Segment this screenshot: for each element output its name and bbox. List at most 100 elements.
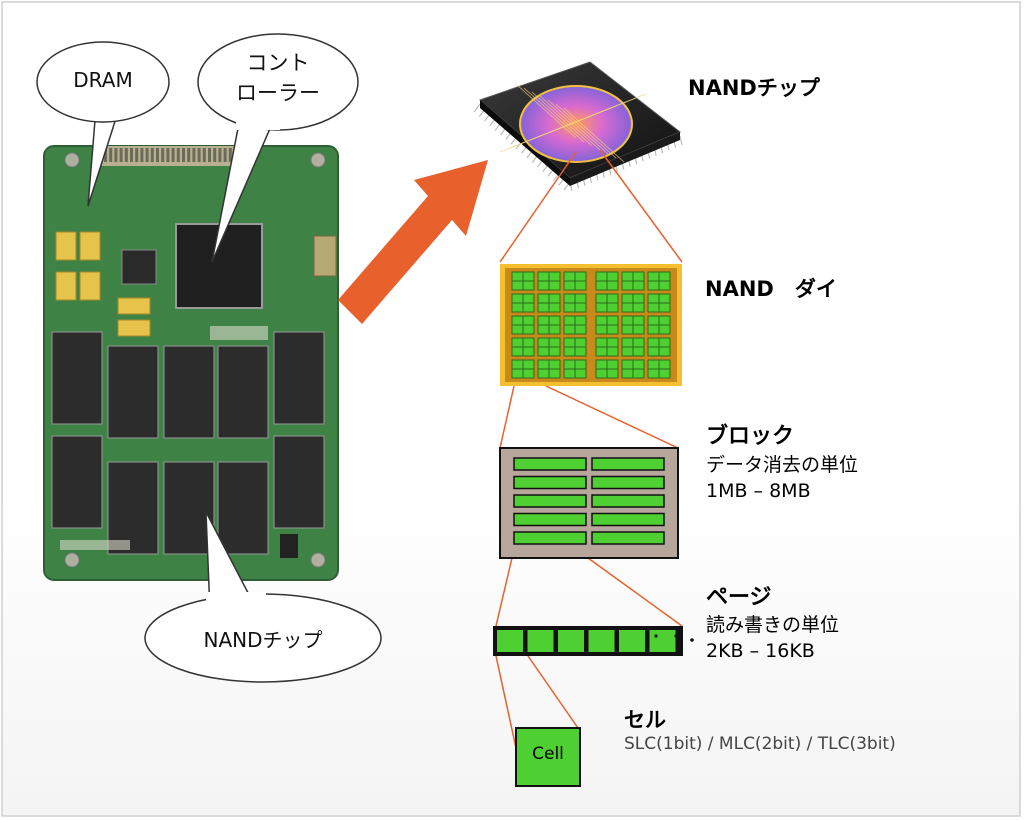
- connector-pin: [114, 148, 118, 162]
- zoom-arrow: [338, 160, 488, 324]
- page-cell: [558, 630, 584, 652]
- mount-hole: [310, 552, 326, 568]
- chip-pin: [679, 135, 683, 146]
- nand-package: [51, 331, 103, 425]
- wafer-line: [539, 95, 601, 151]
- nand-package: [273, 435, 325, 529]
- page-cell: [497, 630, 523, 652]
- callout-controller: [197, 33, 359, 263]
- dram-chip: [117, 297, 151, 315]
- bubble-tail-mask: [206, 592, 266, 612]
- connector-line: [587, 557, 683, 627]
- wafer: [519, 85, 633, 163]
- ssd-board: [43, 145, 339, 581]
- passive-components: [210, 326, 268, 340]
- chip-side: [570, 132, 680, 186]
- nand-package: [107, 345, 159, 439]
- block-page-row: [513, 475, 587, 490]
- block-page-row: [591, 531, 665, 545]
- page-dot: [674, 634, 678, 638]
- wafer-line: [523, 87, 585, 143]
- connector-pin: [166, 148, 170, 162]
- die-title: NAND ダイ: [705, 277, 837, 301]
- callout-nand-label: NANDチップ: [203, 628, 323, 652]
- dram-chip: [79, 271, 101, 301]
- bubble-tail-mask: [236, 112, 280, 130]
- nand-package: [163, 345, 215, 439]
- block-diagram: [499, 447, 679, 559]
- nand-die: [500, 264, 682, 386]
- connector-pin: [182, 148, 185, 162]
- bubble-dram: [36, 41, 170, 123]
- nand-package: [163, 461, 215, 555]
- connector-pin: [208, 148, 211, 162]
- wafer-line: [559, 93, 647, 129]
- connector-line: [545, 385, 679, 449]
- block-page-row: [513, 457, 587, 471]
- page-cell: [649, 630, 676, 652]
- mount-hole: [64, 552, 80, 568]
- nand-package: [107, 461, 159, 555]
- nand-package: [217, 345, 269, 439]
- chip-side: [480, 100, 570, 186]
- mount-hole: [64, 152, 80, 168]
- cell-types: SLC(1bit) / MLC(2bit) / TLC(3bit): [624, 734, 896, 754]
- connector-pin: [228, 148, 232, 162]
- block-page-row: [513, 531, 587, 545]
- callout-controller-line1: コント: [246, 51, 310, 75]
- connector-pin: [171, 148, 175, 162]
- connector-pin: [109, 148, 113, 162]
- page-cell: [619, 630, 645, 652]
- callout-controller-line2: ローラー: [236, 81, 320, 105]
- wafer-line: [547, 99, 609, 155]
- connector-pin: [135, 148, 139, 162]
- connector-pin: [130, 148, 133, 162]
- block-page-row: [513, 494, 587, 508]
- page-desc: 読み書きの単位: [706, 614, 840, 636]
- callout-dram-label: DRAM: [73, 68, 133, 92]
- block-pages: [513, 457, 665, 545]
- die-grid: [511, 271, 671, 379]
- page-cell: [527, 630, 554, 652]
- connector-pin: [161, 148, 165, 162]
- connector-pin: [176, 148, 180, 162]
- wafer-line: [555, 103, 617, 159]
- connector-pin: [124, 148, 128, 162]
- block-title: ブロック: [706, 424, 795, 449]
- side-connector: [313, 235, 337, 277]
- nand-package: [273, 331, 325, 425]
- page-size: 2KB – 16KB: [706, 640, 815, 662]
- page-diagram: [493, 626, 694, 656]
- small-ic: [280, 534, 298, 558]
- connector-pin: [145, 148, 149, 162]
- nand-package: [51, 435, 103, 529]
- connector-line: [495, 557, 513, 627]
- connector-pin: [192, 148, 196, 162]
- chip-pin: [473, 103, 481, 113]
- connector-line: [499, 151, 577, 263]
- cell-box: [515, 727, 581, 787]
- connector-line: [495, 655, 517, 749]
- bubble-tail-mask: [80, 104, 124, 118]
- block-page-row: [513, 512, 587, 527]
- block-page-row: [591, 512, 665, 527]
- connector-lines: [495, 149, 683, 749]
- connector-pin: [202, 148, 206, 162]
- block-desc: データ消去の単位: [706, 454, 859, 476]
- mount-hole: [310, 152, 326, 168]
- dram-chip: [79, 231, 101, 261]
- block-size: 1MB – 8MB: [706, 480, 811, 502]
- wafer-grid: [499, 83, 647, 163]
- block-page-row: [591, 457, 665, 471]
- continuation-dot: [690, 638, 694, 642]
- dram-chip: [117, 319, 151, 337]
- nand-chip-package: [473, 61, 683, 192]
- nand-chip-group: [51, 331, 325, 555]
- cell-label: Cell: [532, 744, 564, 764]
- connector-pin: [187, 148, 191, 162]
- cell-title: セル: [624, 708, 666, 732]
- page-cells: [497, 630, 678, 652]
- block-page-row: [591, 494, 665, 508]
